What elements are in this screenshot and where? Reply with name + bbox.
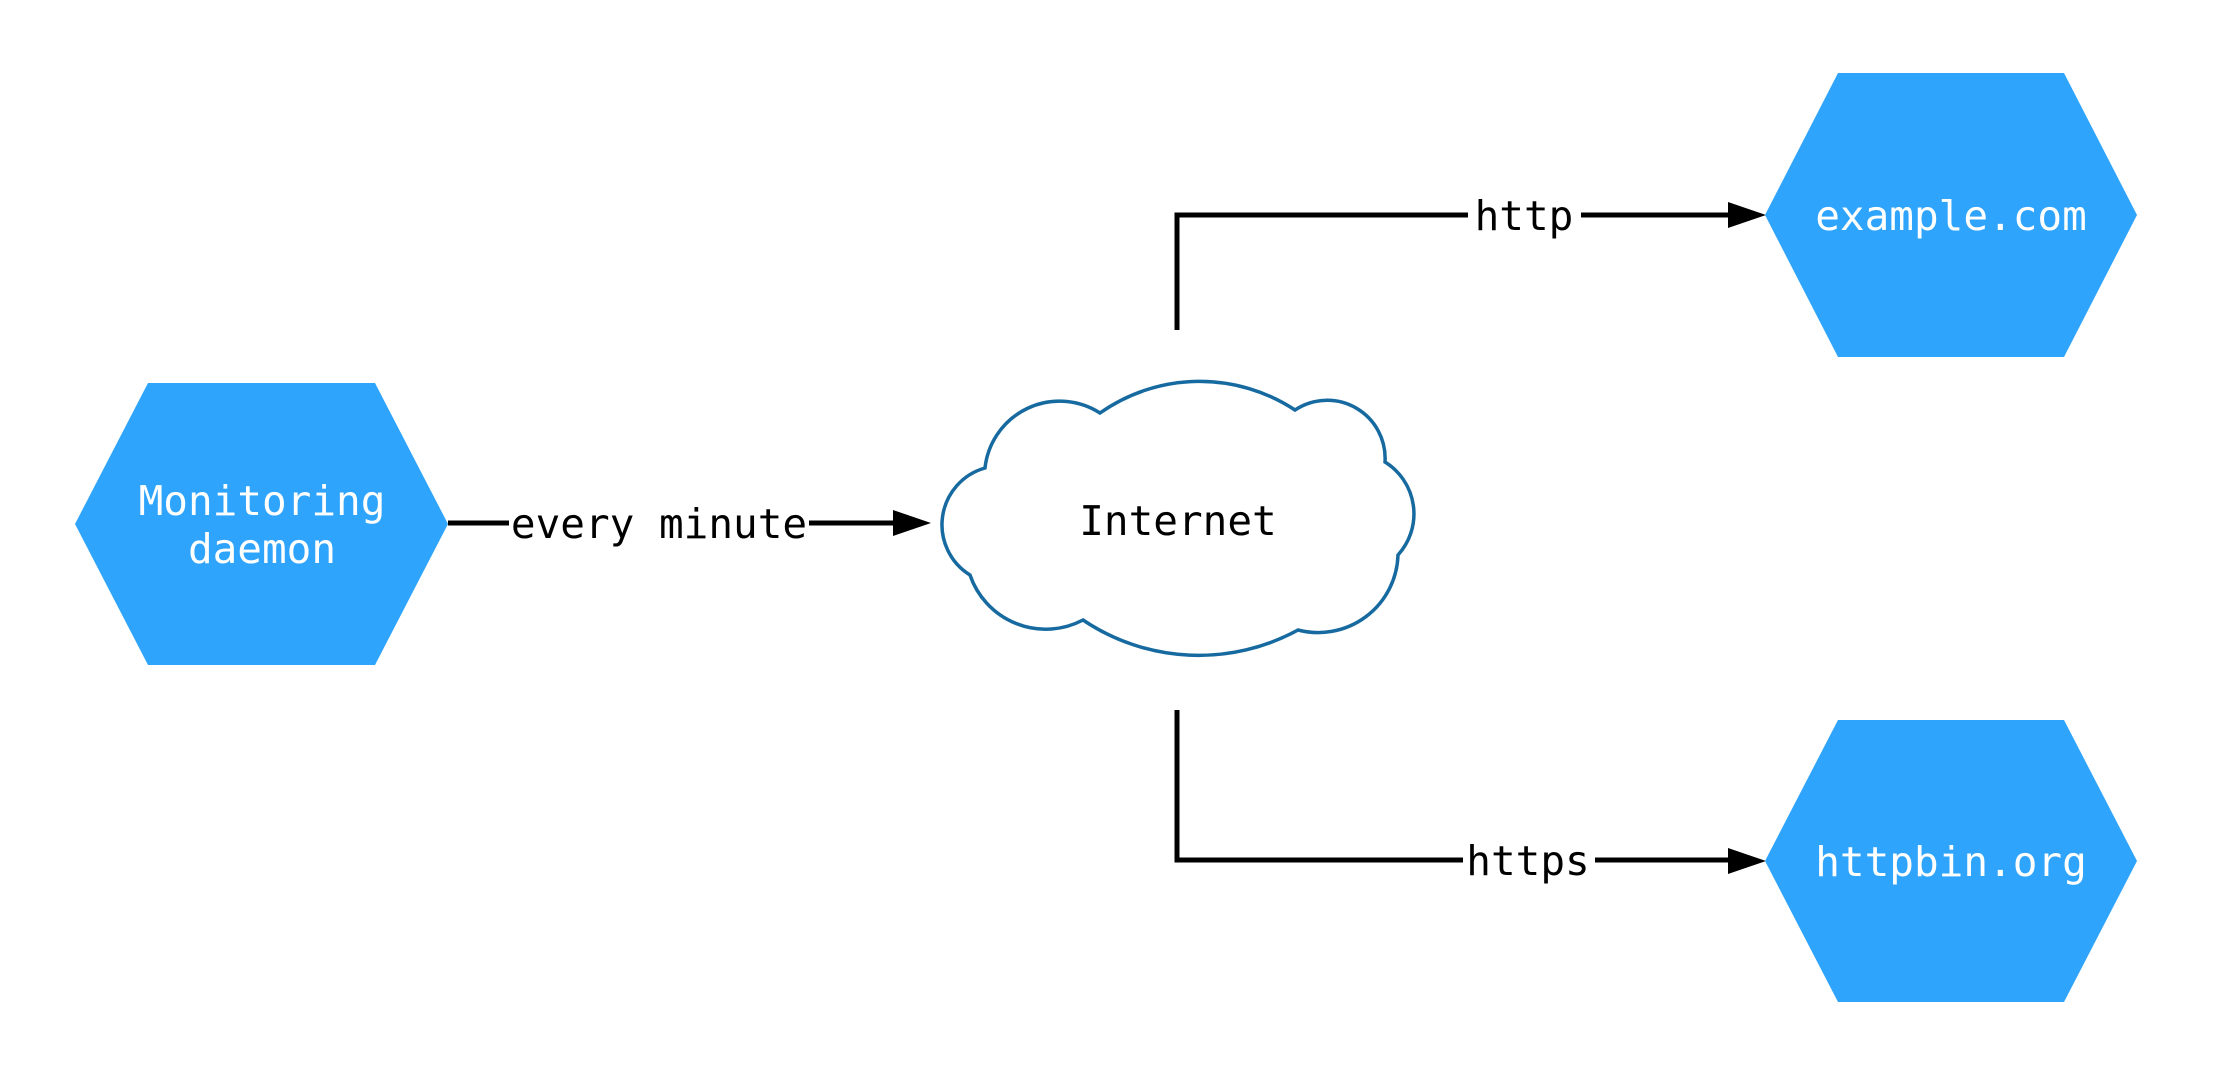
node-internet: Internet [940, 379, 1416, 658]
node-httpbin-org: httpbin.org [1765, 720, 2137, 1002]
arrowhead-icon [1728, 848, 1766, 874]
arrowhead-icon [1728, 202, 1766, 228]
monitoring-daemon-label-line2: daemon [188, 525, 336, 573]
edge-monitoring-to-internet: every minute [448, 500, 931, 548]
edge-internet-to-httpbin: https [1174, 710, 1766, 885]
monitoring-daemon-label-line1: Monitoring [139, 477, 386, 525]
edge-label-http: http [1475, 192, 1574, 240]
edge-elbow-line [1174, 710, 1463, 863]
httpbin-org-label: httpbin.org [1815, 838, 2087, 886]
example-com-label: example.com [1815, 192, 2087, 240]
example-com-hexagon [1765, 73, 2137, 357]
arrowhead-icon [893, 510, 931, 536]
httpbin-org-hexagon [1765, 720, 2137, 1002]
internet-label: Internet [1079, 497, 1276, 545]
node-example-com: example.com [1765, 73, 2137, 357]
node-monitoring-daemon: Monitoring daemon [75, 383, 448, 665]
edge-internet-to-example: http [1174, 192, 1766, 330]
monitoring-daemon-hexagon [75, 383, 448, 665]
edge-label-every-minute: every minute [511, 500, 807, 548]
edge-elbow-line [1174, 212, 1468, 330]
edge-label-https: https [1466, 837, 1589, 885]
internet-cloud [940, 379, 1416, 658]
